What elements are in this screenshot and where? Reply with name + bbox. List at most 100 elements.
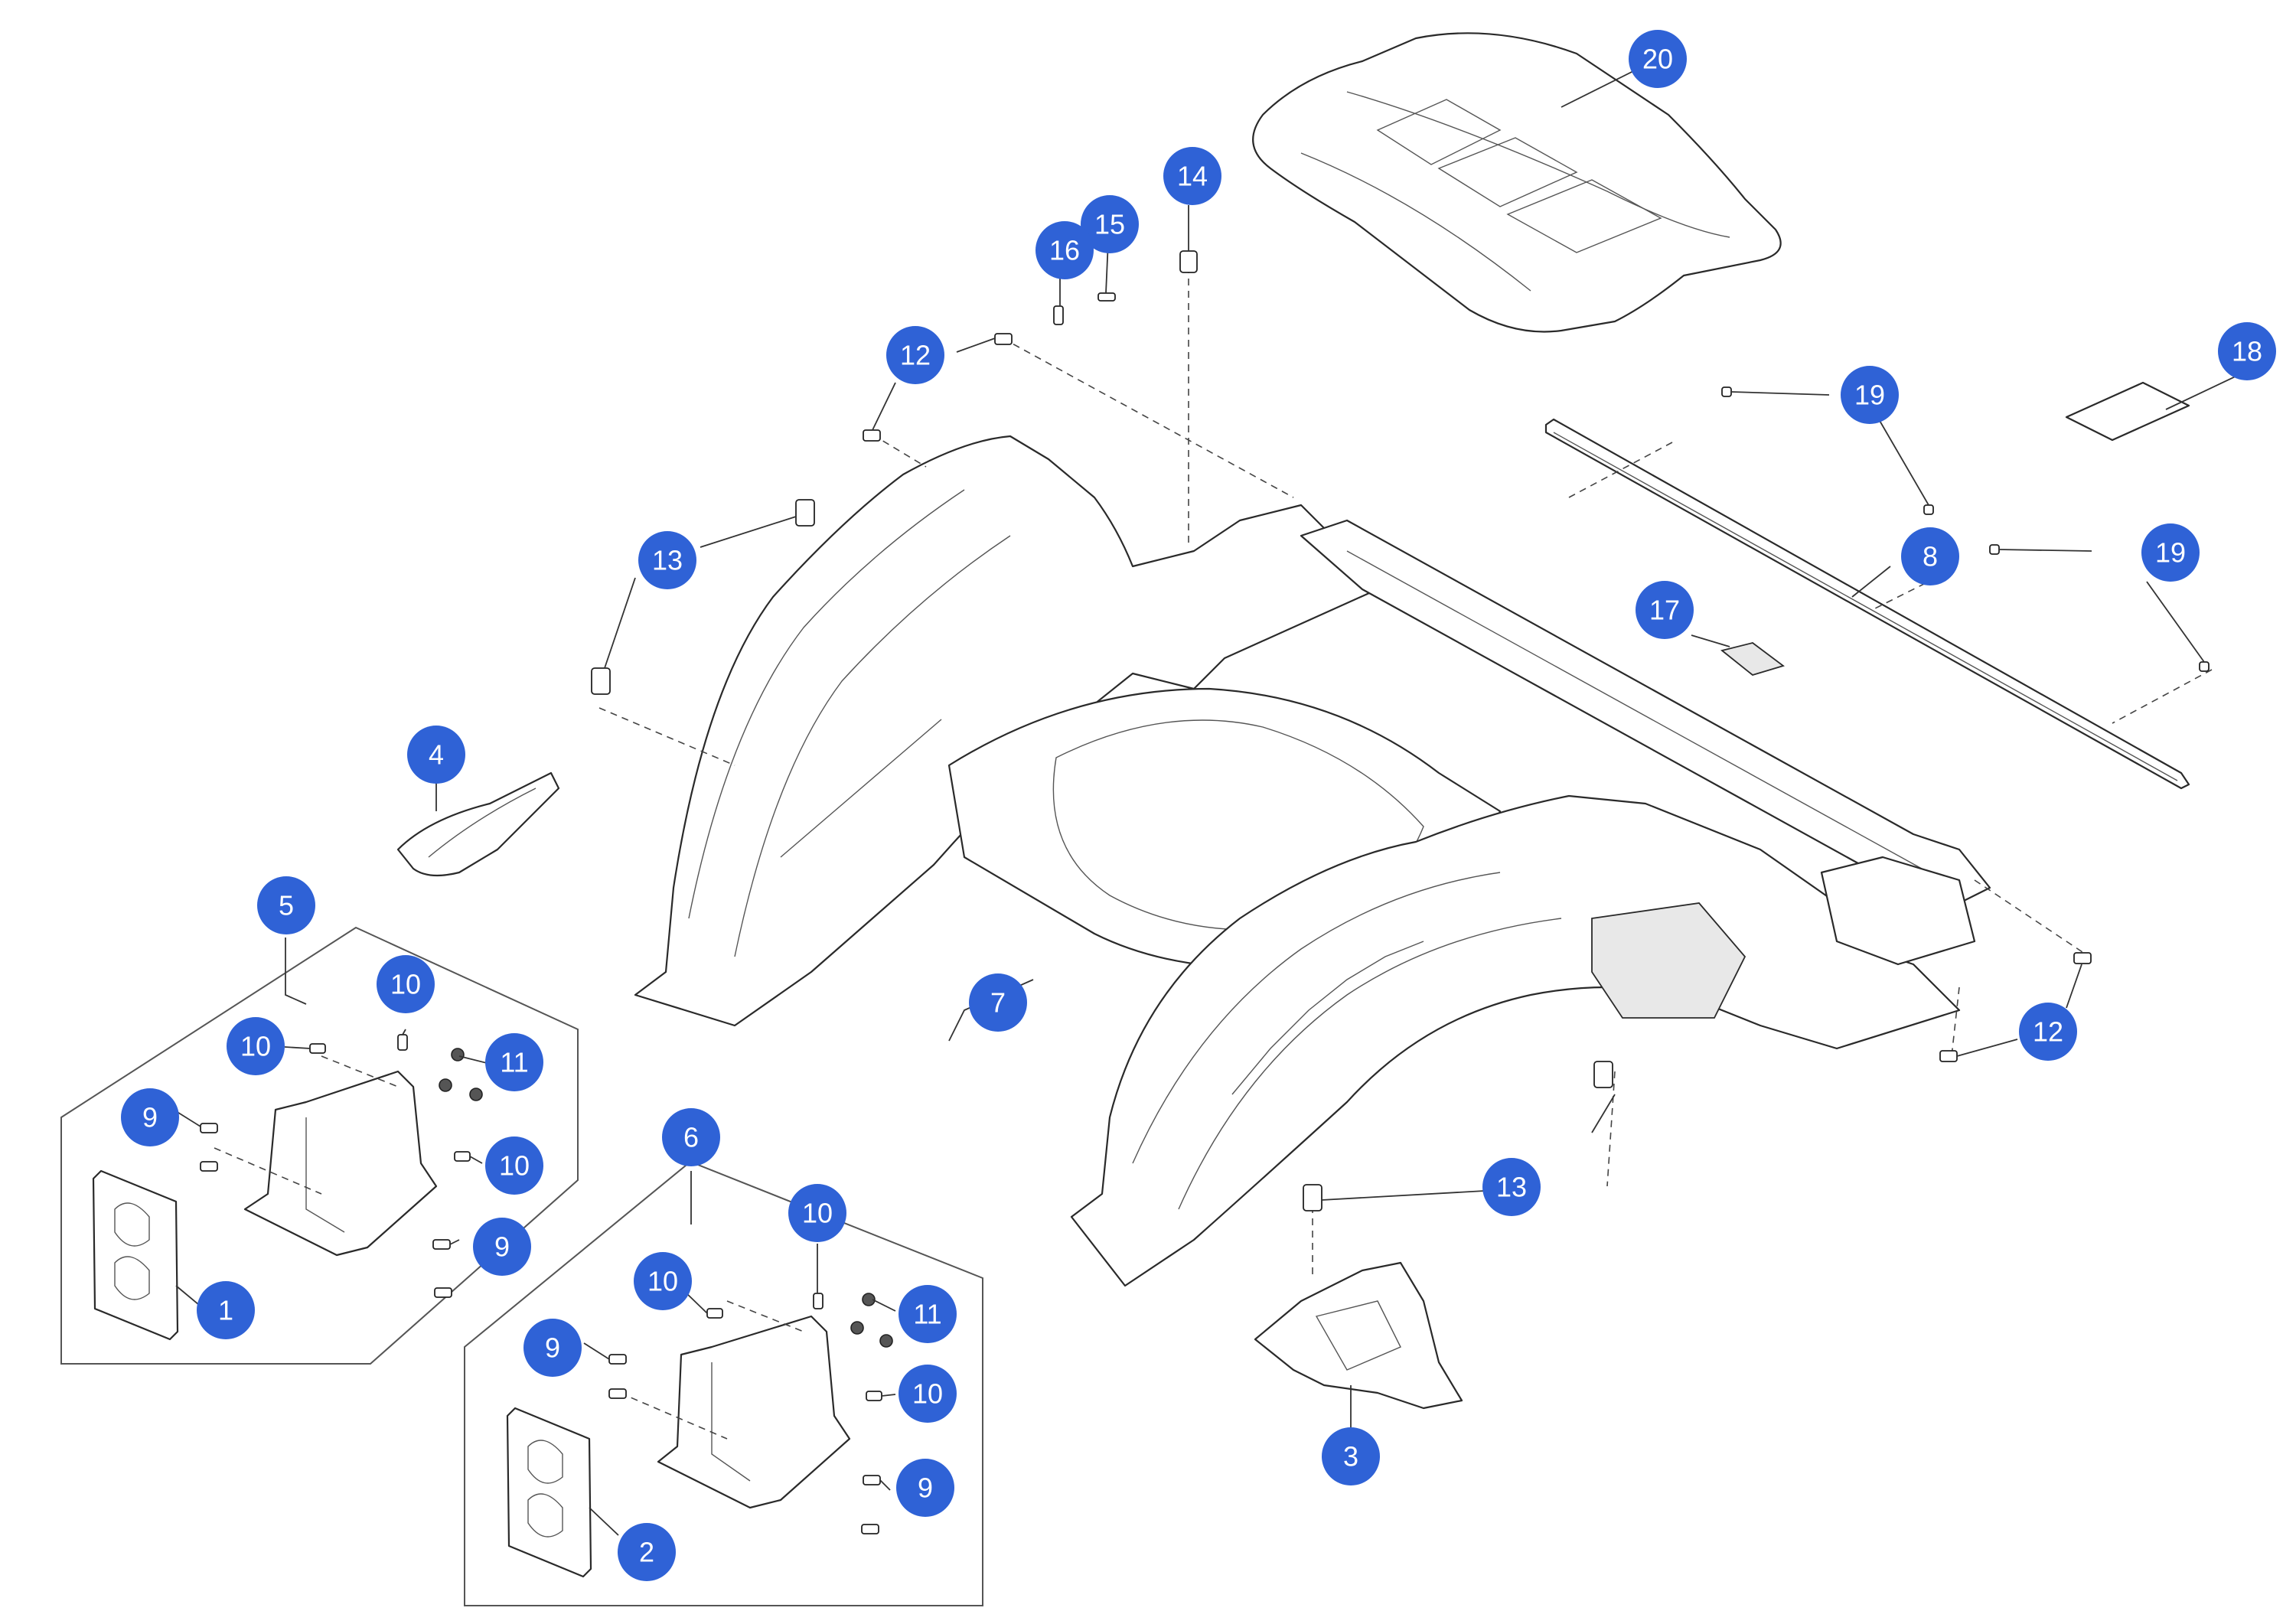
callout-label: 17 [1649,595,1680,626]
part-19-fastener [1989,544,2000,555]
callout-circle [407,726,465,784]
callout-label: 10 [647,1266,678,1297]
callout-circle [1081,195,1139,253]
callout-circle [2141,523,2200,582]
callout-label: 20 [1642,44,1673,75]
part-12-fastener [994,333,1013,345]
callout-circle [899,1365,957,1423]
callout-10: 10 [227,1017,285,1075]
group-5-box [60,926,579,1365]
part-13-fastener [1593,1061,1613,1088]
callout-5: 5 [257,876,315,934]
callout-label: 15 [1094,209,1125,240]
callout-circle [638,531,696,589]
callout-14: 14 [1163,147,1221,205]
fastener-parts [200,250,2210,1534]
callout-label: 12 [2033,1016,2063,1048]
callout-9: 9 [896,1459,954,1517]
callout-9: 9 [523,1319,582,1377]
part-11-nut [469,1088,483,1101]
callout-10: 10 [377,955,435,1013]
part-9-bolt [608,1354,627,1365]
part-11-nut [451,1048,465,1061]
callout-circle [896,1459,954,1517]
callout-label: 10 [912,1378,943,1410]
part-12-fastener [2073,952,2092,964]
part-14-fastener [1179,250,1198,273]
callout-label: 13 [652,545,683,576]
part-19-fastener [2199,661,2210,672]
callout-label: 9 [918,1472,933,1504]
part-9-bolt [608,1388,627,1399]
callout-label: 19 [1854,380,1885,411]
leader-lines [175,60,2239,1536]
callout-circle [1841,366,1899,424]
callout-circle [523,1319,582,1377]
callout-circle [618,1523,676,1581]
callout-label: 2 [639,1537,654,1568]
part-12-fastener [863,429,881,442]
callout-circle [485,1033,543,1091]
part-10-fastener [309,1043,326,1054]
callout-circle [969,973,1027,1032]
callout-label: 14 [1177,161,1208,192]
callout-label: 3 [1343,1441,1358,1472]
part-13-fastener [591,667,611,695]
part-12-fastener [1939,1050,1958,1062]
callout-12: 12 [2019,1003,2077,1061]
part-10-fastener [813,1293,823,1309]
callout-label: 12 [900,340,931,371]
callout-2: 2 [618,1523,676,1581]
part-10-fastener [397,1034,408,1051]
part-16-fastener [1053,305,1064,325]
callout-circle [886,326,944,384]
callout-label: 16 [1049,235,1080,266]
callout-circle [899,1285,957,1343]
callout-label: 6 [683,1122,699,1153]
part-9-bolt [863,1475,881,1485]
callout-label: 7 [990,987,1006,1019]
part-13-fastener [1303,1184,1322,1211]
callout-10: 10 [634,1252,692,1310]
part-7-main-subframe [634,435,1991,1287]
callout-10: 10 [899,1365,957,1423]
part-11-nut [439,1078,452,1092]
callout-6: 6 [662,1108,720,1166]
part-4-side-shield [396,771,560,877]
callout-circle [1322,1427,1380,1485]
callout-13: 13 [638,531,696,589]
callout-circle [662,1108,720,1166]
callout-circle [634,1252,692,1310]
callout-label: 4 [429,739,444,771]
callout-20: 20 [1629,30,1687,88]
callout-18: 18 [2218,322,2276,380]
callout-9: 9 [121,1088,179,1146]
part-19-fastener [1923,504,1934,515]
group-6-box [464,1160,983,1606]
callout-circle [1482,1158,1541,1216]
part-8-long-rail [1544,418,2190,790]
part-10-fastener [866,1391,882,1401]
callout-label: 11 [500,1047,528,1078]
callout-10: 10 [788,1184,846,1242]
callout-4: 4 [407,726,465,784]
part-9-bolt [432,1239,451,1250]
part-11-nut [862,1293,876,1306]
callout-label: 10 [390,969,421,1000]
part-19-fastener [1721,386,1732,397]
callout-19: 19 [2141,523,2200,582]
callout-circle [121,1088,179,1146]
callout-1: 1 [197,1281,255,1339]
part-3-lower-shield [1254,1261,1463,1410]
part-9-bolt [200,1123,218,1133]
callout-label: 9 [494,1231,510,1263]
callout-7: 7 [969,973,1027,1032]
callout-circle [257,876,315,934]
callout-circle [473,1218,531,1276]
callout-label: 5 [279,890,294,921]
callout-circle [1163,147,1221,205]
callout-10: 10 [485,1136,543,1195]
part-9-bolt [861,1524,879,1534]
callout-circle [2019,1003,2077,1061]
